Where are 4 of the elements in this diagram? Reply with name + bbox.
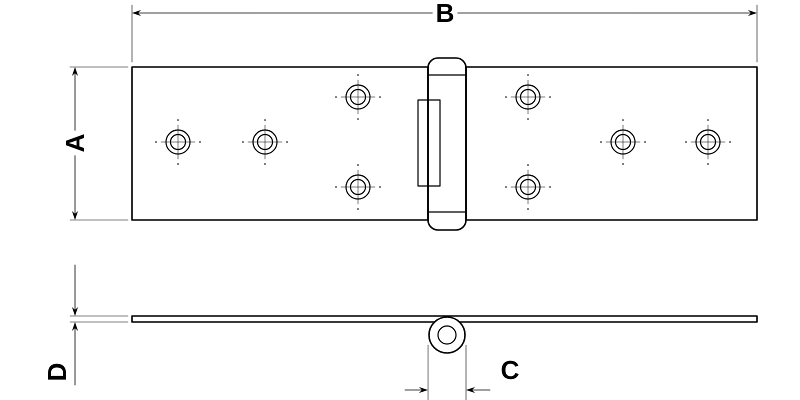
- dimension-label: D: [45, 360, 69, 384]
- dimension-label: A: [63, 130, 87, 156]
- dimension-label: B: [432, 1, 458, 25]
- dimension-label: C: [498, 358, 522, 382]
